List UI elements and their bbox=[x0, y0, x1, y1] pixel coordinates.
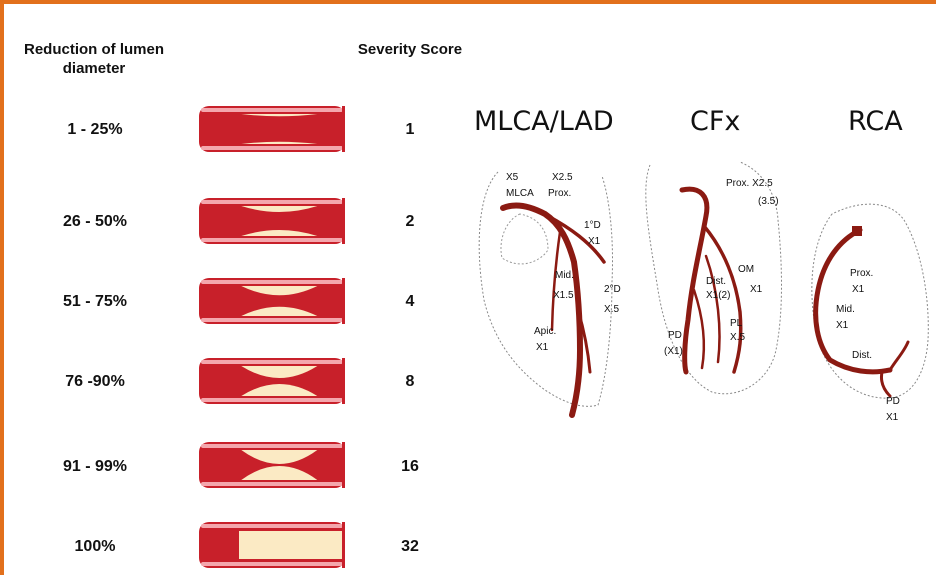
heart-cfx-branch-2 bbox=[706, 256, 720, 362]
label-lad-x1-b: X1 bbox=[536, 342, 549, 353]
label-cfx-x1-paren: (X1) bbox=[664, 346, 683, 357]
heart-cfx-branch-3 bbox=[694, 290, 704, 368]
label-lad-prox: Prox. bbox=[548, 188, 571, 199]
heart-lad-main-artery bbox=[503, 206, 580, 415]
heart-lad-diagram: X5 X2.5 MLCA Prox. 1°D X1 Mid. X1.5 2°D … bbox=[479, 172, 621, 415]
label-lad-x-5: X.5 bbox=[604, 304, 619, 315]
label-cfx-x1: X1 bbox=[750, 284, 763, 295]
label-rca-x1-c: X1 bbox=[886, 412, 899, 423]
label-cfx-om: OM bbox=[738, 264, 754, 275]
label-rca-mid: Mid. bbox=[836, 304, 855, 315]
label-rca-x1-b: X1 bbox=[836, 320, 849, 331]
label-lad-x2-5: X2.5 bbox=[552, 172, 573, 183]
label-cfx-x1-2: X1(2) bbox=[706, 290, 730, 301]
label-rca-dist: Dist. bbox=[852, 350, 872, 361]
heart-lad-atrium-outline bbox=[501, 214, 548, 264]
label-cfx-pd: PD bbox=[668, 330, 682, 341]
label-lad-mid: Mid. bbox=[555, 270, 574, 281]
label-rca-pd: PD bbox=[886, 396, 900, 407]
heart-rca-diagram: Prox. X1 Mid. X1 Dist. PD X1 bbox=[812, 204, 928, 423]
label-cfx-dist: Dist. bbox=[706, 276, 726, 287]
label-cfx-3-5: (3.5) bbox=[758, 196, 779, 207]
heart-rca-ostium bbox=[852, 226, 862, 236]
heart-rca-outline bbox=[812, 204, 928, 398]
label-rca-prox: Prox. bbox=[850, 268, 873, 279]
label-lad-x5: X5 bbox=[506, 172, 519, 183]
label-lad-mlca: MLCA bbox=[506, 188, 534, 199]
label-lad-apic: Apic. bbox=[534, 326, 556, 337]
label-lad-2d: 2°D bbox=[604, 284, 621, 295]
label-lad-x1-5: X1.5 bbox=[553, 290, 574, 301]
label-cfx-prox-x2-5: Prox. X2.5 bbox=[726, 178, 773, 189]
heart-rca-branch-2 bbox=[881, 372, 890, 396]
label-cfx-pl: PL bbox=[730, 318, 743, 329]
heart-rca-branch-1 bbox=[890, 342, 908, 370]
label-rca-x1-a: X1 bbox=[852, 284, 865, 295]
label-cfx-x-5: X.5 bbox=[730, 332, 745, 343]
heart-lad-branch-3 bbox=[552, 232, 560, 330]
heart-lad-outline bbox=[479, 172, 612, 406]
heart-cfx-diagram: Prox. X2.5 (3.5) OM Dist. X1(2) X1 PD (X… bbox=[646, 162, 782, 394]
label-lad-1d: 1°D bbox=[584, 220, 601, 231]
label-lad-x1-a: X1 bbox=[588, 236, 601, 247]
